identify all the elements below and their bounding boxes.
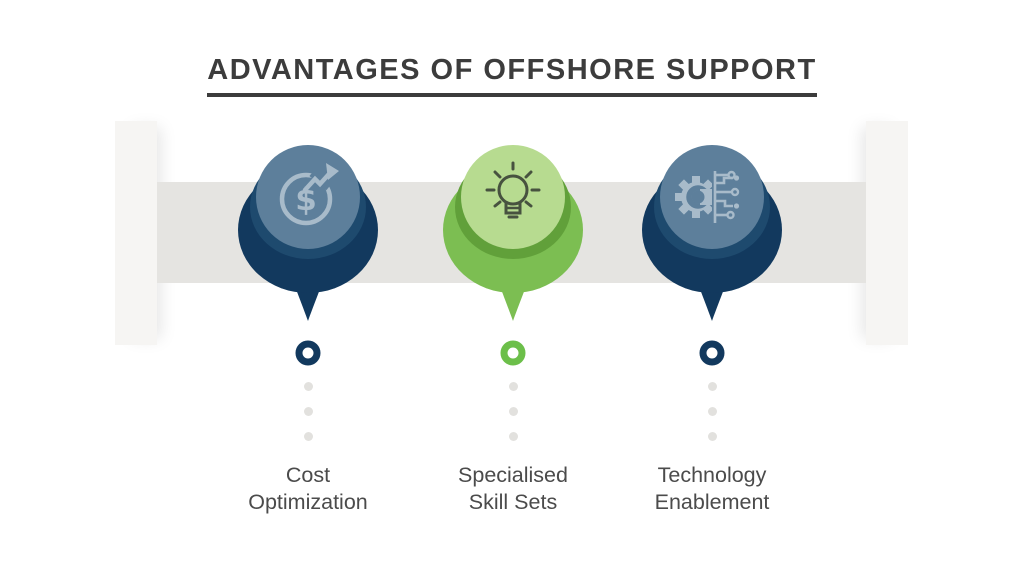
trail-dot xyxy=(508,382,518,391)
timeline-ring xyxy=(500,340,526,366)
trail-dot xyxy=(707,432,717,441)
trail-dot xyxy=(303,407,313,416)
item-cost-optimization: $ Cost Optimization xyxy=(198,0,418,576)
item-label: Technology Enablement xyxy=(654,463,770,514)
dollar-growth-cycle-icon: $ xyxy=(279,163,339,226)
timeline-ring xyxy=(295,340,321,366)
balloon-top xyxy=(461,145,565,249)
item-technology-enablement: Technology Enablement xyxy=(602,0,822,576)
page-title: ADVANTAGES OF OFFSHORE SUPPORT xyxy=(207,54,817,97)
circuit-nodes xyxy=(726,170,740,220)
right-side-panel xyxy=(866,121,908,345)
circuit-traces xyxy=(713,171,733,223)
item-specialised-skill-sets: Specialised Skill Sets xyxy=(403,0,623,576)
trail-dot xyxy=(303,432,313,441)
trail-dot xyxy=(303,382,313,391)
item-label: Specialised Skill Sets xyxy=(458,463,568,514)
balloon-graphic: $ xyxy=(238,145,378,321)
svg-text:$: $ xyxy=(295,182,317,218)
trail-dot xyxy=(508,432,518,441)
left-side-panel xyxy=(115,121,157,345)
balloon-graphic xyxy=(642,145,782,321)
lightbulb-icon xyxy=(485,161,541,219)
trail-dot xyxy=(707,382,717,391)
trail-dot xyxy=(707,407,717,416)
timeline-ring xyxy=(699,340,725,366)
gear-circuit-icon xyxy=(675,170,740,223)
item-label: Cost Optimization xyxy=(248,463,368,514)
trail-dot xyxy=(508,407,518,416)
balloon-graphic xyxy=(443,145,583,321)
title-bar: ADVANTAGES OF OFFSHORE SUPPORT xyxy=(0,54,1024,97)
